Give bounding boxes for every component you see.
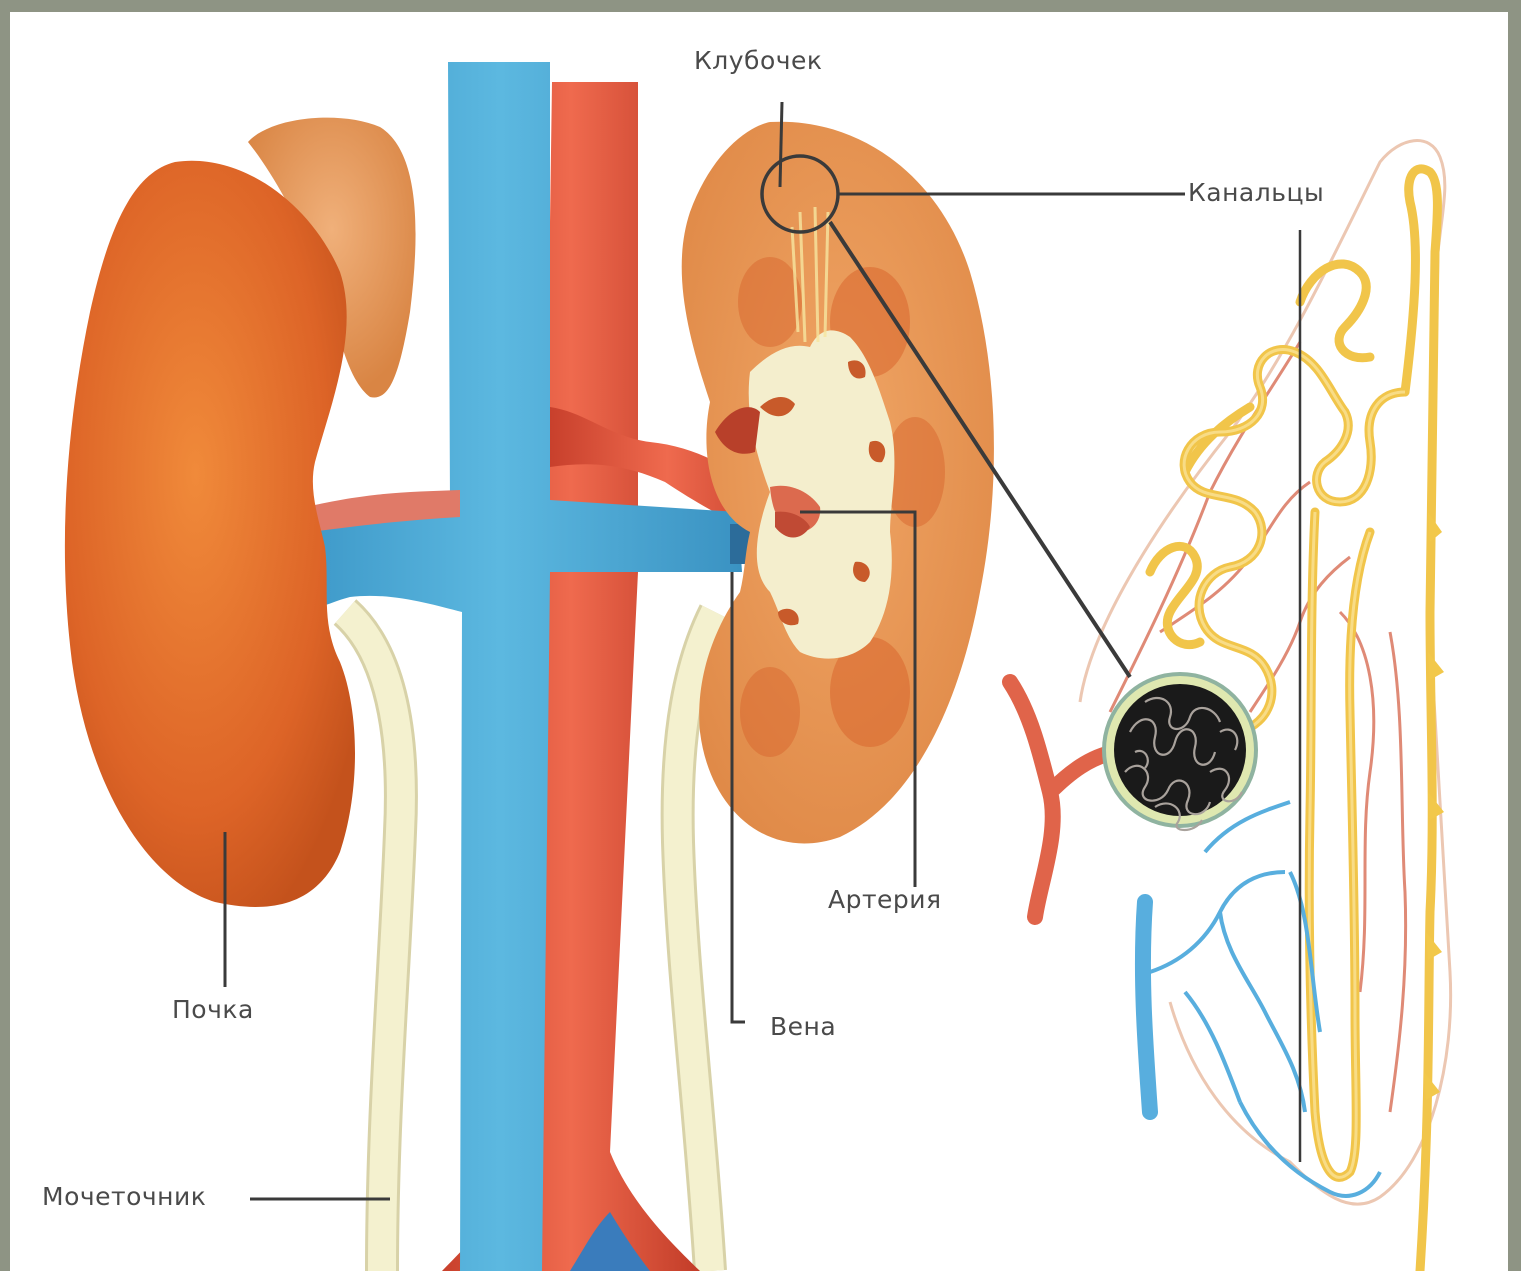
label-tubules: Канальцы (1188, 178, 1324, 207)
label-artery: Артерия (828, 885, 942, 914)
diagram-frame: Клубочек Канальцы Почка Артерия Вена Моч… (10, 12, 1508, 1271)
label-ureter: Мочеточник (42, 1182, 206, 1211)
label-kidney: Почка (172, 995, 254, 1024)
label-vein: Вена (770, 1012, 836, 1041)
label-glomerulus: Клубочек (694, 46, 823, 75)
right-kidney-section (682, 122, 994, 844)
nephron-detail (1010, 141, 1451, 1271)
left-kidney (65, 161, 355, 907)
left-ureter (345, 612, 401, 1271)
glomerulus-leader (780, 102, 782, 187)
